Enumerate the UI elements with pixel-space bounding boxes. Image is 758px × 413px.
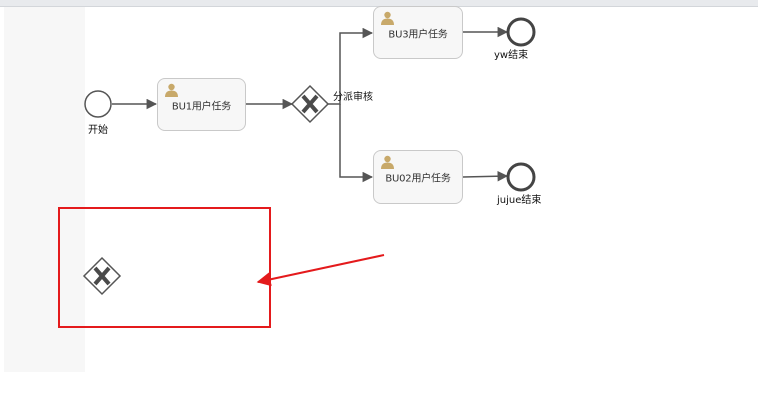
user-icon xyxy=(165,83,178,97)
palette-panel xyxy=(4,7,85,372)
user-task-3[interactable]: BU02用户任务 xyxy=(373,150,463,204)
task-label: BU02用户任务 xyxy=(385,173,451,185)
task-label: BU1用户任务 xyxy=(171,101,232,112)
task-label: BU3用户任务 xyxy=(388,29,448,40)
start-event[interactable] xyxy=(84,90,112,118)
end-event-1-label: yw结束 xyxy=(494,50,529,61)
flow-task3-to-end2[interactable] xyxy=(462,170,509,182)
end-event-2-label: jujue结束 xyxy=(497,195,542,206)
start-event-label: 开始 xyxy=(88,125,108,136)
end-event-2[interactable] xyxy=(506,162,536,192)
user-icon xyxy=(381,11,394,25)
flow-gateway-to-task3[interactable] xyxy=(339,104,374,183)
end-event-1[interactable] xyxy=(506,17,536,47)
exclusive-gateway-main[interactable] xyxy=(290,84,330,124)
highlight-box xyxy=(58,207,271,328)
flow-gateway-to-task2[interactable] xyxy=(328,27,374,105)
user-task-1[interactable]: BU1用户任务 xyxy=(157,78,246,131)
highlight-arrow xyxy=(256,254,385,287)
exclusive-gateway-palette[interactable] xyxy=(82,256,122,296)
gateway-label: 分派审核 xyxy=(333,92,373,103)
user-task-2[interactable]: BU3用户任务 xyxy=(373,6,463,59)
user-icon xyxy=(381,155,394,169)
